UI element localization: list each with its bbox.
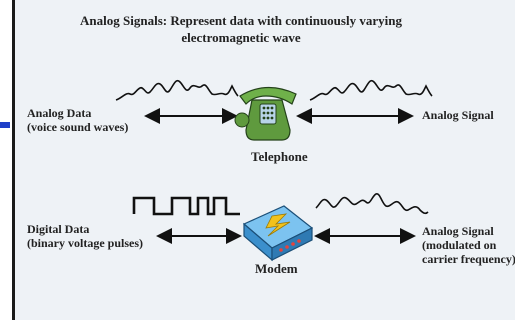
modulated-on-label: (modulated on xyxy=(422,238,497,252)
diagram-title: Analog Signals: Represent data with cont… xyxy=(80,13,402,45)
voice-waveform xyxy=(115,79,239,101)
binary-pulse-waveform xyxy=(132,196,240,216)
telephone-icon xyxy=(234,86,297,141)
analog-data-sublabel: (voice sound waves) xyxy=(27,120,129,134)
modulated-signal-waveform xyxy=(315,193,429,215)
analog-signal-label-2: Analog Signal xyxy=(422,224,494,238)
modem-label: Modem xyxy=(255,261,298,276)
digital-data-label: Digital Data xyxy=(27,222,90,236)
carrier-frequency-label: carrier frequency) xyxy=(422,252,515,266)
analog-data-label: Analog Data xyxy=(27,106,92,120)
modem-icon xyxy=(242,205,314,262)
analog-signal-waveform xyxy=(309,79,433,101)
diagram-panel: Analog Signals: Represent data with cont… xyxy=(12,0,515,320)
telephone-label: Telephone xyxy=(251,149,308,164)
analog-signal-label: Analog Signal xyxy=(422,108,494,122)
slide-marker xyxy=(0,122,10,128)
digital-data-sublabel: (binary voltage pulses) xyxy=(27,236,144,250)
